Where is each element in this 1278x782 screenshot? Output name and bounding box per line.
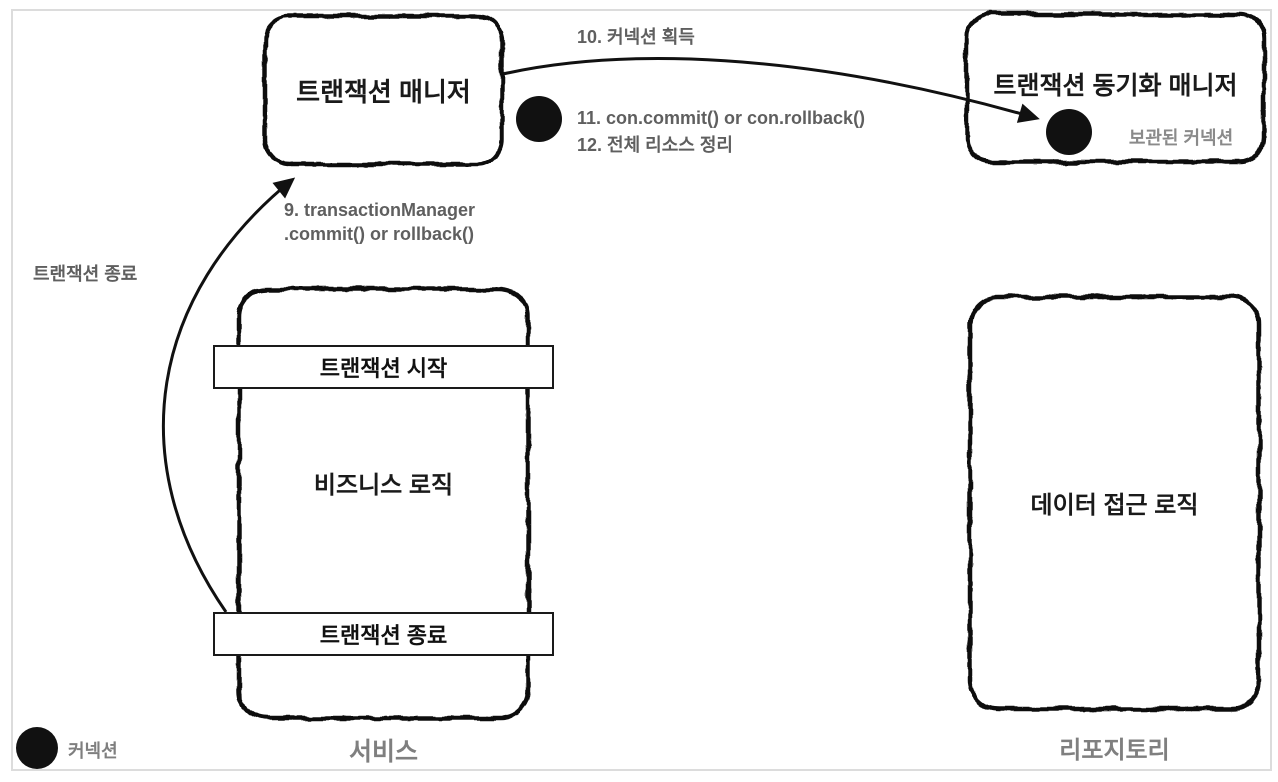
canvas-border <box>11 9 1272 771</box>
step-10-label: 10. 커넥션 획득 <box>577 27 695 47</box>
step-9-line1: 9. transactionManager <box>284 200 476 220</box>
step-11-label: 11. con.commit() or con.rollback() <box>577 108 866 128</box>
legend-connection-dot <box>16 727 58 769</box>
repository-caption: 리포지토리 <box>1059 737 1170 764</box>
transaction-manager-box-outline <box>262 13 505 167</box>
business-logic-label: 비즈니스 로직 <box>313 471 454 499</box>
stored-connection-label: 보관된 커넥션 <box>1128 128 1234 148</box>
transaction-manager-title: 트랜잭션 매니저 <box>296 76 471 107</box>
legend-connection-label: 커넥션 <box>68 741 118 761</box>
step-9-label: 9. transactionManager .commit() or rollb… <box>284 198 475 246</box>
stored-connection-dot <box>1046 109 1092 155</box>
transaction-end-bar: 트랜잭션 종료 <box>213 612 554 656</box>
step-9-line2: .commit() or rollback() <box>284 224 475 244</box>
service-caption: 서비스 <box>348 738 418 766</box>
connection-dot-manager <box>516 96 562 142</box>
sync-manager-box-outline <box>964 11 1267 165</box>
transaction-end-side-note: 트랜잭션 종료 <box>33 264 138 284</box>
data-access-logic-label: 데이터 접근 로직 <box>1030 491 1199 519</box>
sync-manager-title: 트랜잭션 동기화 매니저 <box>993 72 1238 100</box>
service-box-outline <box>236 286 531 721</box>
end-transaction-arrow <box>161 177 296 613</box>
transaction-start-bar: 트랜잭션 시작 <box>213 345 554 389</box>
step-12-label: 12. 전체 리소스 정리 <box>577 135 733 155</box>
repository-box-outline <box>967 294 1262 712</box>
acquire-connection-arrow <box>502 57 1040 123</box>
